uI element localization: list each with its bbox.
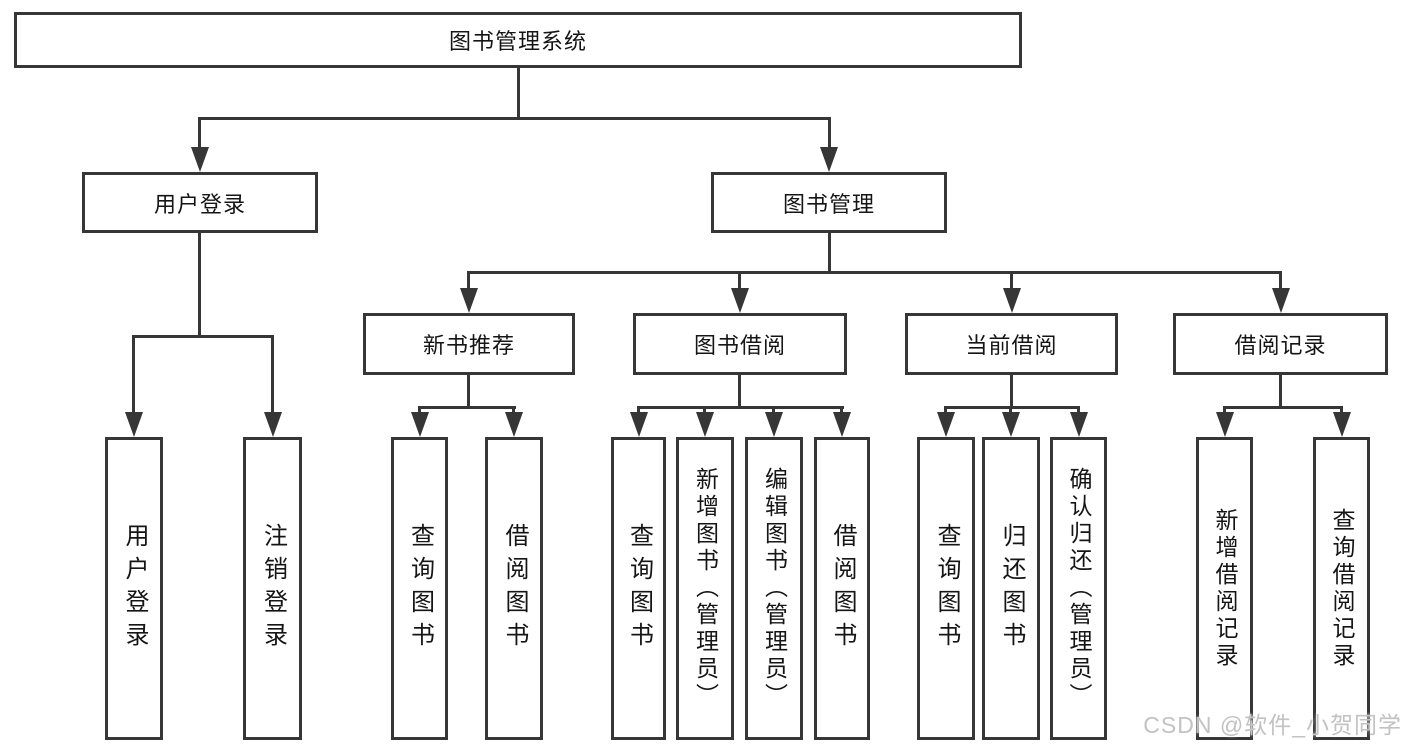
leaf-add-borrow-record-label: 新增借阅记录 bbox=[1212, 507, 1238, 670]
leaf-user-login-label: 用户登录 bbox=[121, 522, 148, 655]
arrowhead bbox=[460, 288, 478, 313]
connector-line bbox=[1223, 407, 1226, 415]
leaf-logout-label: 注销登录 bbox=[259, 522, 287, 655]
arrowhead bbox=[731, 288, 749, 313]
arrowhead bbox=[630, 412, 648, 437]
leaf-return-books: 归还图书 bbox=[982, 437, 1040, 740]
leaf-return-books-label: 归还图书 bbox=[998, 522, 1025, 655]
arrowhead bbox=[1216, 412, 1234, 437]
connector-line bbox=[828, 118, 831, 150]
leaf-logout: 注销登录 bbox=[243, 437, 302, 740]
node-borrowing-records-label: 借阅记录 bbox=[1234, 333, 1327, 358]
connector-line bbox=[944, 407, 947, 415]
connector-line bbox=[637, 406, 844, 409]
leaf-edit-book-admin: 编辑图书（管理员） bbox=[745, 437, 803, 740]
connector-line bbox=[198, 117, 831, 120]
connector-line bbox=[840, 407, 843, 415]
arrowhead bbox=[191, 147, 209, 172]
leaf-query-borrow-record: 查询借阅记录 bbox=[1313, 437, 1370, 740]
leaf-borrow-books-borrowing: 借阅图书 bbox=[814, 437, 870, 740]
watermark-text: CSDN @软件_小贺同学 bbox=[1143, 712, 1402, 738]
arrowhead bbox=[1002, 412, 1020, 437]
connector-line bbox=[467, 271, 1282, 274]
arrowhead bbox=[833, 412, 851, 437]
arrowhead bbox=[820, 147, 838, 172]
connector-line bbox=[198, 233, 201, 336]
arrowhead bbox=[1272, 288, 1290, 313]
arrowhead bbox=[1003, 288, 1021, 313]
arrowhead bbox=[765, 412, 783, 437]
arrowhead bbox=[264, 412, 282, 437]
leaf-add-book-admin: 新增图书（管理员） bbox=[676, 437, 734, 740]
connector-line bbox=[637, 407, 640, 415]
connector-line bbox=[517, 68, 520, 118]
connector-line bbox=[467, 375, 470, 407]
connector-line bbox=[1279, 375, 1282, 407]
connector-line bbox=[512, 407, 515, 415]
connector-line bbox=[1340, 407, 1343, 415]
connector-line bbox=[772, 407, 775, 415]
leaf-user-login: 用户登录 bbox=[105, 437, 163, 740]
node-book-borrowing-label: 图书借阅 bbox=[693, 333, 786, 358]
connector-line bbox=[418, 407, 421, 415]
arrowhead bbox=[505, 412, 523, 437]
node-borrowing-records: 借阅记录 bbox=[1173, 313, 1388, 375]
node-library-system-label: 图书管理系统 bbox=[448, 29, 587, 54]
arrowhead bbox=[1070, 412, 1088, 437]
connector-line bbox=[1279, 272, 1282, 292]
leaf-query-books-recommend: 查询图书 bbox=[391, 437, 448, 740]
connector-line bbox=[1077, 407, 1080, 415]
leaf-add-book-admin-label: 新增图书（管理员） bbox=[692, 467, 719, 710]
node-new-book-recommendation: 新书推荐 bbox=[363, 313, 575, 375]
node-book-borrowing: 图书借阅 bbox=[633, 313, 847, 375]
arrowhead bbox=[937, 412, 955, 437]
connector-line bbox=[738, 375, 741, 407]
leaf-query-borrow-record-label: 查询借阅记录 bbox=[1329, 507, 1355, 670]
node-library-system: 图书管理系统 bbox=[14, 12, 1022, 68]
arrowhead bbox=[411, 412, 429, 437]
leaf-add-borrow-record: 新增借阅记录 bbox=[1196, 437, 1253, 740]
node-user-login-label: 用户登录 bbox=[153, 191, 246, 217]
leaf-borrow-books-borrowing-label: 借阅图书 bbox=[829, 522, 856, 655]
connector-line bbox=[132, 336, 135, 414]
leaf-edit-book-admin-label: 编辑图书（管理员） bbox=[761, 467, 788, 710]
leaf-borrow-books-recommend: 借阅图书 bbox=[485, 437, 543, 740]
leaf-query-books-borrowing-label: 查询图书 bbox=[625, 522, 653, 655]
node-new-book-recommendation-label: 新书推荐 bbox=[422, 333, 515, 358]
node-current-borrowing: 当前借阅 bbox=[905, 313, 1118, 375]
leaf-borrow-books-recommend-label: 借阅图书 bbox=[501, 522, 528, 655]
connector-line bbox=[1010, 375, 1013, 407]
connector-line bbox=[418, 406, 516, 409]
connector-line bbox=[738, 272, 741, 292]
leaf-query-books-current-label: 查询图书 bbox=[933, 522, 960, 655]
arrowhead bbox=[1333, 412, 1351, 437]
leaf-query-books-recommend-label: 查询图书 bbox=[406, 522, 434, 655]
connector-line bbox=[1009, 407, 1012, 415]
node-book-management: 图书管理 bbox=[711, 172, 947, 233]
connector-line bbox=[944, 406, 1080, 409]
leaf-query-books-current: 查询图书 bbox=[917, 437, 975, 740]
arrowhead bbox=[696, 412, 714, 437]
node-current-borrowing-label: 当前借阅 bbox=[965, 333, 1058, 358]
connector-line bbox=[467, 272, 470, 292]
node-book-management-label: 图书管理 bbox=[782, 191, 875, 217]
leaf-query-books-borrowing: 查询图书 bbox=[611, 437, 666, 740]
connector-line bbox=[828, 233, 831, 272]
leaf-confirm-return-admin: 确认归还（管理员） bbox=[1050, 437, 1107, 740]
connector-line bbox=[1010, 272, 1013, 292]
connector-line bbox=[1223, 406, 1343, 409]
connector-line bbox=[703, 407, 706, 415]
node-user-login: 用户登录 bbox=[82, 172, 318, 233]
arrowhead bbox=[125, 412, 143, 437]
connector-line bbox=[271, 336, 274, 414]
leaf-confirm-return-admin-label: 确认归还（管理员） bbox=[1066, 467, 1092, 710]
connector-line bbox=[132, 335, 274, 338]
connector-line bbox=[198, 118, 201, 150]
